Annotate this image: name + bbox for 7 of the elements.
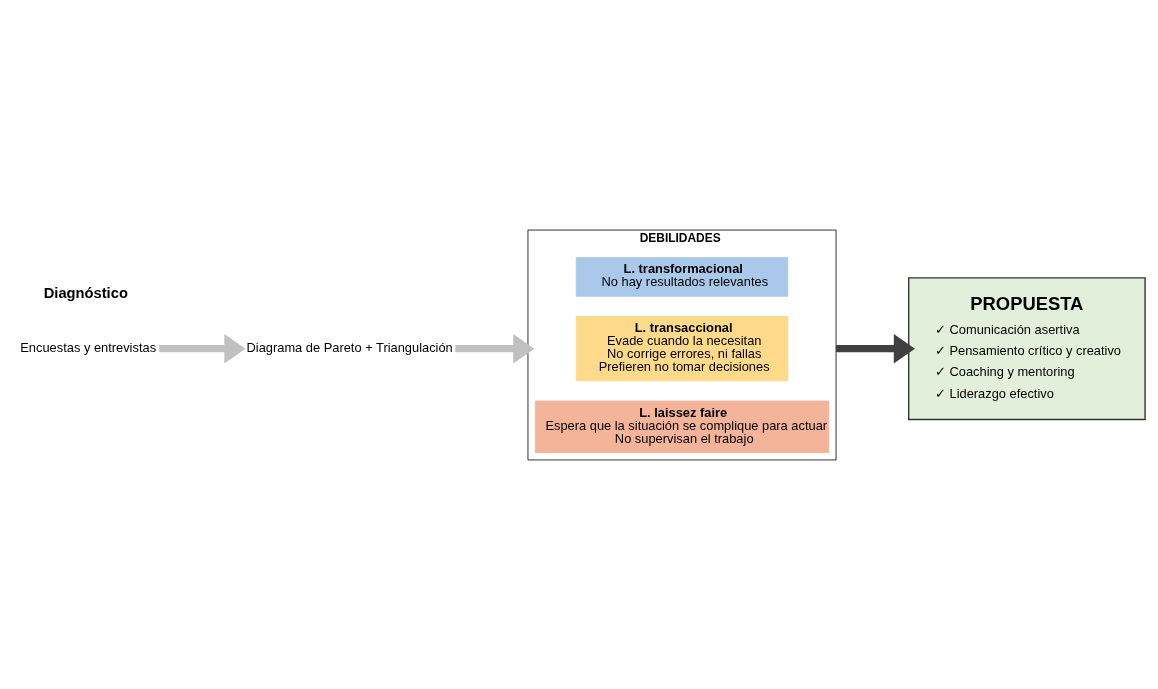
node-text: Diagrama de Pareto + Triangulación <box>246 339 453 355</box>
node-box: PROPUESTA ✓ Comunicación asertiva ✓ Pensamiento crítico y creativo ✓ Coaching y mentoring ✓ Liderazgo efectivo <box>908 276 1146 420</box>
node-box: L. transaccional Evade cuando la necesitan No corrige errores, ni fallas Prefieren no tomar decisiones <box>575 315 789 381</box>
node-text: Encuestas y entrevistas <box>20 339 157 355</box>
node-box: L. transformacional No hay resultados relevantes <box>575 256 789 297</box>
node-box: L. laissez faire Espera que la situación se complique para actuar No supervisan el trabajo <box>534 400 830 453</box>
label: Diagnóstico <box>43 284 128 301</box>
